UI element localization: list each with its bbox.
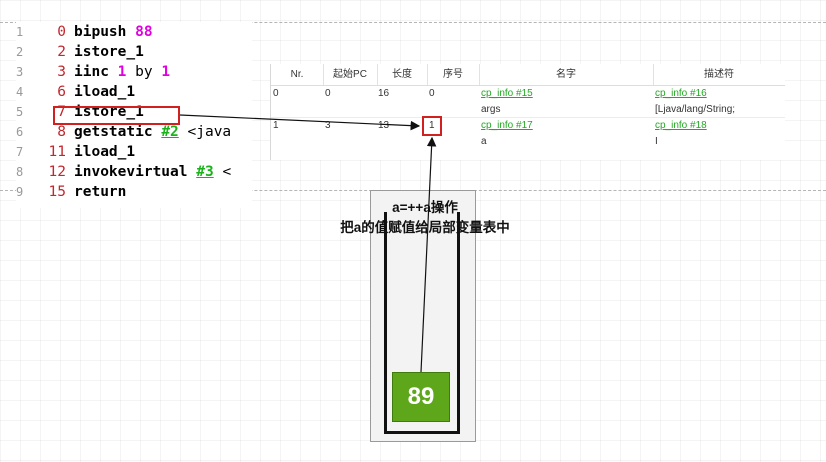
line-number: 7 <box>16 145 24 159</box>
cell-descriptor-cp-link[interactable]: cp_info #18 <box>655 120 707 131</box>
column-header-descriptor[interactable]: 描述符 <box>704 69 734 80</box>
stack-value: 89 <box>392 372 450 422</box>
opcode: return <box>74 184 127 200</box>
cell-descriptor: [Ljava/lang/String; <box>655 104 736 115</box>
instruction: iinc 1 by 1 <box>74 62 170 82</box>
instruction: iload_1 <box>74 142 135 162</box>
bytecode-line[interactable]: 8 12 invokevirtual #3 < <box>16 162 252 182</box>
cell-start-pc: 0 <box>325 88 331 99</box>
column-header-nr[interactable]: Nr. <box>271 64 324 85</box>
cell-length: 13 <box>378 120 390 131</box>
instruction: return <box>74 182 126 202</box>
line-number: 8 <box>16 165 24 179</box>
line-number: 9 <box>16 185 24 199</box>
bytecode-line[interactable]: 3 3 iinc 1 by 1 <box>16 62 252 82</box>
arrow-instruction-to-index <box>179 114 421 131</box>
cell-name-cp-link[interactable]: cp_info #15 <box>481 88 533 99</box>
opcode: invokevirtual <box>74 164 188 180</box>
instruction: bipush 88 <box>74 22 153 42</box>
bytecode-offset: 7 <box>57 104 66 120</box>
line-number: 2 <box>16 45 24 59</box>
column-header-index[interactable]: 序号 <box>427 64 480 85</box>
annotation-title: a=++a操作 <box>392 200 458 215</box>
index-highlight-box <box>422 116 442 136</box>
line-number: 1 <box>16 25 24 39</box>
constant-pool-link[interactable]: #2 <box>161 124 179 140</box>
instruction-highlight-box <box>53 106 180 125</box>
bytecode-offset: 11 <box>48 144 66 160</box>
cell-name: args <box>481 104 501 115</box>
cell-nr: 1 <box>273 120 279 131</box>
opcode: iinc <box>74 64 109 80</box>
cell-index: 1 <box>429 120 435 131</box>
cell-length: 16 <box>378 88 390 99</box>
column-header-start-pc[interactable]: 起始PC <box>323 64 378 85</box>
bytecode-listing: 1 0 bipush 88 2 2 istore_1 3 3 iinc 1 by… <box>16 22 252 208</box>
column-header-name[interactable]: 名字 <box>479 64 654 85</box>
opcode: getstatic <box>74 124 153 140</box>
bytecode-line[interactable]: 1 0 bipush 88 <box>16 22 252 42</box>
cell-name-cp-link[interactable]: cp_info #17 <box>481 120 533 131</box>
instruction: istore_1 <box>74 102 144 122</box>
line-number: 3 <box>16 65 24 79</box>
bytecode-offset: 15 <box>48 184 66 200</box>
opcode: istore_1 <box>74 104 144 120</box>
row-divider <box>271 117 785 118</box>
operand-stack-container <box>384 212 460 434</box>
instruction: istore_1 <box>74 42 144 62</box>
opcode: iload_1 <box>74 144 136 160</box>
cell-descriptor-cp-link[interactable]: cp_info #16 <box>655 88 707 99</box>
table-header: Nr. 起始PC 长度 序号 名字 描述符 <box>271 64 785 86</box>
bytecode-line[interactable]: 2 2 istore_1 <box>16 42 252 62</box>
operand-literal: 1 <box>161 64 171 80</box>
bytecode-line[interactable]: 7 11 iload_1 <box>16 142 252 162</box>
bytecode-line[interactable]: 4 6 iload_1 <box>16 82 252 102</box>
constant-pool-link[interactable]: #3 <box>196 164 214 180</box>
line-number: 6 <box>16 125 24 139</box>
bytecode-line-selected[interactable]: 5 7 istore_1 <box>16 102 252 122</box>
line-number: 5 <box>16 105 24 119</box>
bytecode-offset: 0 <box>57 24 66 40</box>
cell-name: a <box>481 136 487 147</box>
operand-comment: < <box>222 164 232 180</box>
cell-start-pc: 3 <box>325 120 331 131</box>
operand-literal: 1 <box>117 64 127 80</box>
line-number: 4 <box>16 85 24 99</box>
opcode: istore_1 <box>74 44 144 60</box>
bytecode-line[interactable]: 9 15 return <box>16 182 252 202</box>
cell-descriptor: I <box>655 136 658 147</box>
bytecode-offset: 3 <box>57 64 66 80</box>
operand-comment: <java <box>187 124 232 140</box>
operand-keyword: by <box>135 64 153 80</box>
opcode: bipush <box>74 24 127 40</box>
operand-literal: 88 <box>135 24 153 40</box>
annotation-description: 把a的值赋值给局部变量表中 <box>340 220 510 235</box>
bytecode-offset: 12 <box>48 164 66 180</box>
bytecode-offset: 6 <box>57 84 66 100</box>
instruction: getstatic #2 <java <box>74 122 231 142</box>
local-variable-table: Nr. 起始PC 长度 序号 名字 描述符 0 0 16 0 cp_info #… <box>270 64 785 160</box>
bytecode-line[interactable]: 6 8 getstatic #2 <java <box>16 122 252 142</box>
bytecode-offset: 8 <box>57 124 66 140</box>
instruction: iload_1 <box>74 82 135 102</box>
cell-nr: 0 <box>273 88 279 99</box>
bytecode-offset: 2 <box>57 44 66 60</box>
guide-line-top <box>0 22 826 23</box>
column-header-length[interactable]: 长度 <box>377 64 428 85</box>
instruction: invokevirtual #3 < <box>74 162 231 182</box>
cell-index: 0 <box>429 88 435 99</box>
opcode: iload_1 <box>74 84 136 100</box>
arrow-stack-to-index <box>420 136 437 373</box>
